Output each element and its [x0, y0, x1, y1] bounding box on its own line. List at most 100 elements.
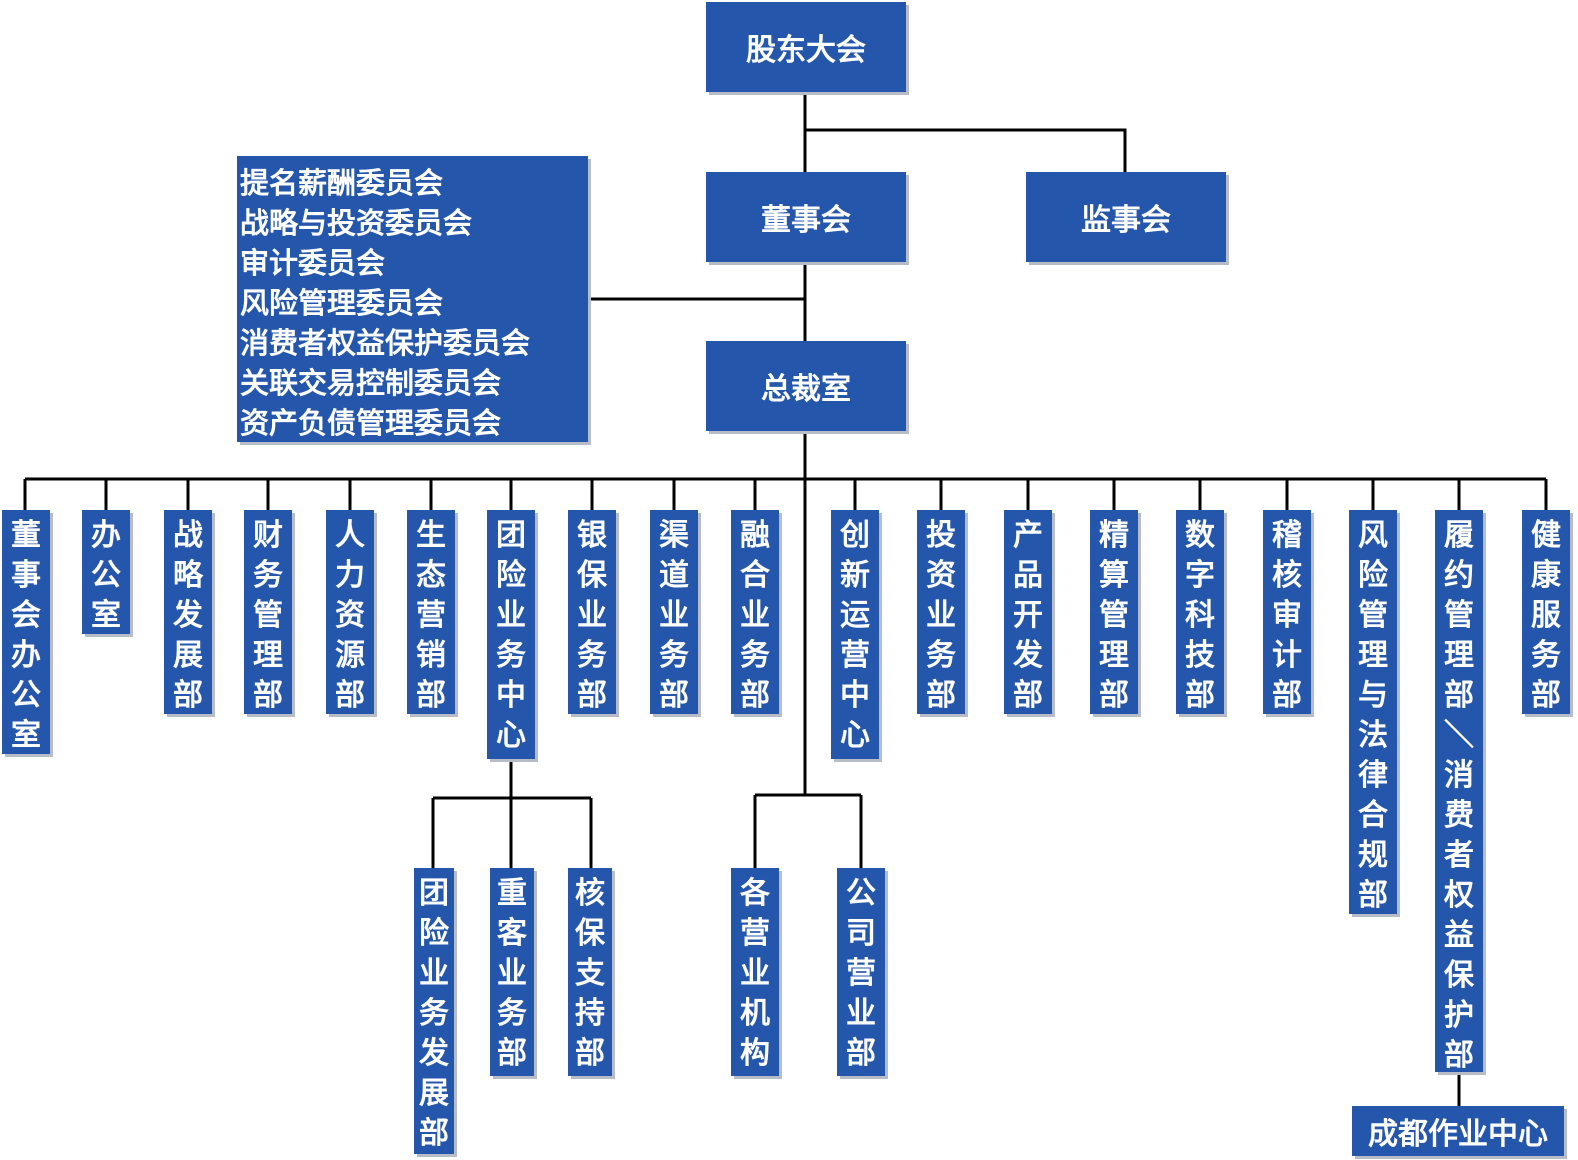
- vertical-char: 与: [1358, 678, 1388, 713]
- vertical-char: 各: [740, 876, 770, 911]
- vertical-char: 构: [740, 1036, 770, 1071]
- vertical-char: 部: [1358, 878, 1388, 913]
- vertical-char: 字: [1185, 558, 1215, 593]
- vertical-char: 机: [740, 996, 770, 1031]
- vertical-char: 资: [335, 598, 365, 633]
- vertical-char: 资: [926, 558, 956, 593]
- vertical-char: 部: [1444, 1038, 1474, 1073]
- vertical-char: 略: [173, 558, 203, 593]
- vertical-char: 营: [840, 638, 870, 673]
- vertical-char: 权: [1444, 878, 1474, 913]
- vertical-char: 科: [1185, 598, 1215, 633]
- vertical-char: 开: [1013, 598, 1043, 633]
- vertical-char: ＼: [1444, 718, 1474, 753]
- committee-item: 关联交易控制委员会: [240, 366, 502, 400]
- vertical-char: 部: [335, 678, 365, 713]
- vertical-char: 发: [1013, 638, 1043, 673]
- department-box: 银保业务部: [568, 510, 616, 714]
- vertical-char: 风: [1358, 518, 1388, 553]
- vertical-char: 健: [1531, 518, 1561, 553]
- department-box: 渠道业务部: [650, 510, 698, 714]
- department-box: 精算管理部: [1090, 510, 1138, 714]
- vertical-char: 部: [1272, 678, 1302, 713]
- vertical-char: 支: [575, 956, 605, 991]
- vertical-char: 部: [416, 678, 446, 713]
- vertical-char: 财: [253, 518, 283, 553]
- vertical-char: 创: [840, 518, 870, 553]
- vertical-char: 运: [840, 598, 870, 633]
- vertical-char: 部: [659, 678, 689, 713]
- vertical-char: 投: [926, 518, 956, 553]
- vertical-char: 中: [496, 678, 526, 713]
- vertical-char: 营: [416, 598, 446, 633]
- vertical-char: 务: [497, 996, 527, 1031]
- vertical-char: 展: [419, 1076, 449, 1111]
- vertical-char: 业: [926, 598, 956, 633]
- vertical-char: 部: [1185, 678, 1215, 713]
- department-box: 创新运营中心: [831, 510, 879, 759]
- department-box: 团险业务中心: [487, 510, 535, 759]
- vertical-char: 律: [1358, 758, 1388, 793]
- vertical-char: 务: [1531, 638, 1561, 673]
- vertical-char: 计: [1272, 638, 1302, 673]
- vertical-char: 务: [253, 558, 283, 593]
- vertical-char: 公: [846, 876, 876, 911]
- vertical-char: 态: [416, 558, 446, 593]
- vertical-char: 部: [846, 1036, 876, 1071]
- vertical-char: 部: [419, 1116, 449, 1151]
- vertical-char: 消: [1444, 758, 1474, 793]
- vertical-char: 规: [1358, 838, 1388, 873]
- department-box: 战略发展部: [164, 510, 212, 714]
- vertical-char: 会: [11, 598, 41, 633]
- vertical-char: 银: [577, 518, 607, 553]
- vertical-char: 部: [253, 678, 283, 713]
- vertical-char: 务: [659, 638, 689, 673]
- department-box: 健康服务部: [1522, 510, 1570, 714]
- vertical-char: 理: [1444, 638, 1474, 673]
- shareholders-box: 股东大会: [706, 2, 906, 92]
- vertical-char: 数: [1185, 518, 1215, 553]
- vertical-char: 营: [846, 956, 876, 991]
- department-box: 稽核审计部: [1263, 510, 1311, 714]
- vertical-char: 业: [496, 598, 526, 633]
- vertical-char: 客: [497, 916, 527, 951]
- vertical-char: 重: [497, 876, 527, 911]
- vertical-char: 部: [1444, 678, 1474, 713]
- vertical-char: 部: [926, 678, 956, 713]
- vertical-char: 销: [416, 638, 446, 673]
- vertical-char: 算: [1099, 558, 1129, 593]
- vertical-char: 稽: [1272, 518, 1302, 553]
- vertical-char: 事: [11, 558, 41, 593]
- department-box: 财务管理部: [244, 510, 292, 714]
- vertical-char: 部: [577, 678, 607, 713]
- department-box: 办公室: [82, 510, 130, 634]
- committee-item: 战略与投资委员会: [240, 206, 473, 240]
- department-box: 生态营销部: [407, 510, 455, 714]
- department-box: 融合业务部: [731, 510, 779, 714]
- vertical-char: 费: [1444, 798, 1474, 833]
- vertical-char: 法: [1358, 718, 1388, 753]
- vertical-char: 发: [173, 598, 203, 633]
- vertical-char: 部: [1013, 678, 1043, 713]
- vertical-char: 管: [253, 598, 283, 633]
- vertical-char: 办: [91, 518, 121, 553]
- vertical-char: 益: [1444, 918, 1474, 953]
- vertical-char: 室: [91, 598, 121, 633]
- vertical-char: 险: [1358, 558, 1388, 593]
- vertical-char: 务: [740, 638, 770, 673]
- vertical-char: 业: [577, 598, 607, 633]
- committee-item: 提名薪酬委员会: [240, 166, 444, 200]
- vertical-char: 心: [840, 718, 870, 753]
- vertical-char: 审: [1272, 598, 1302, 633]
- vertical-char: 者: [1444, 838, 1474, 873]
- vertical-char: 融: [740, 518, 770, 553]
- vertical-char: 公: [11, 678, 41, 713]
- chengdu-center-box: 成都作业中心: [1352, 1106, 1564, 1156]
- department-box: 投资业务部: [917, 510, 965, 714]
- branch-unit-box: 公司营业部: [837, 868, 885, 1076]
- department-box: 产品开发部: [1004, 510, 1052, 714]
- group-sub-box: 核保支持部: [568, 868, 612, 1076]
- vertical-char: 心: [496, 718, 526, 753]
- department-box: 履约管理部＼消费者权益保护部: [1435, 510, 1483, 1073]
- vertical-char: 理: [1358, 638, 1388, 673]
